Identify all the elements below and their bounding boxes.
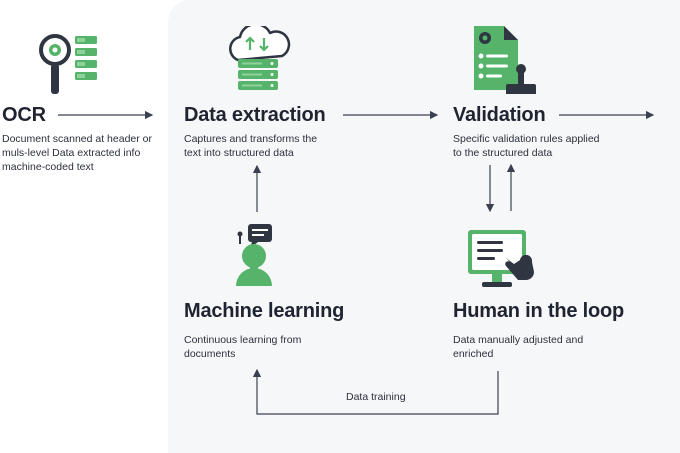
human-in-the-loop-description: Data manually adjusted and enriched — [453, 334, 584, 360]
human-in-the-loop-title: Human in the loop — [453, 300, 625, 322]
machine-learning-title: Machine learning — [184, 300, 345, 322]
robot-chat-icon — [236, 224, 272, 286]
document-stamp-icon — [474, 26, 536, 94]
validation-description: Specific validation rules applied to the… — [453, 133, 600, 159]
ocr-title: OCR — [2, 104, 46, 126]
validation-title: Validation — [453, 104, 546, 126]
data-extraction-description: Captures and transforms the text into st… — [184, 133, 318, 159]
cloud-database-icon — [229, 26, 291, 90]
magnifier-gear-document-icon — [39, 34, 97, 94]
data-training-label: Data training — [346, 391, 406, 403]
machine-learning-description: Continuous learning from documents — [184, 334, 302, 360]
ocr-description: Document scanned at header or muls-level… — [2, 133, 153, 173]
data-extraction-title: Data extraction — [184, 104, 326, 126]
arrow-data-training-loop — [252, 368, 499, 415]
monitor-hand-icon — [468, 230, 534, 287]
